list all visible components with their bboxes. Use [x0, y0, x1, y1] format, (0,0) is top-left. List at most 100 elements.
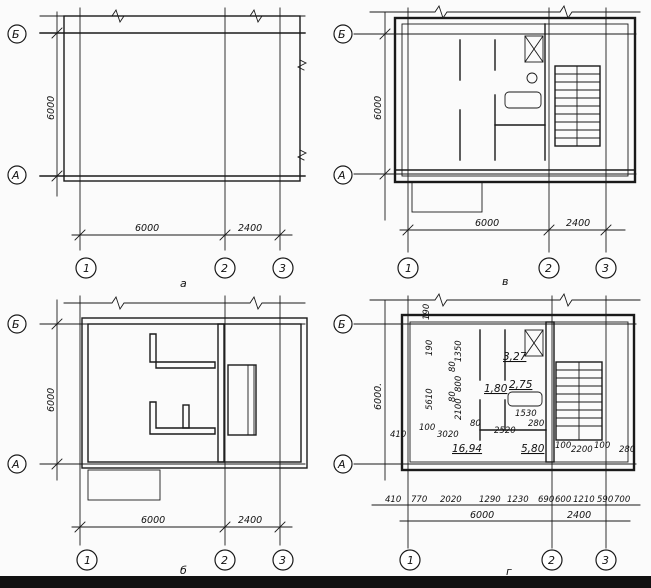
inner-wall	[87, 323, 302, 463]
axis-label-b: Б	[12, 28, 20, 41]
tick	[543, 224, 555, 236]
axis-bubble-1	[397, 257, 419, 279]
axis-bubble-a	[333, 454, 353, 474]
axis-label-1: 1	[405, 262, 412, 275]
hdim: 100	[594, 441, 610, 451]
vdim: 2100	[454, 398, 464, 420]
wet-core	[227, 364, 257, 436]
break-mark-top	[63, 295, 306, 311]
tick	[51, 27, 63, 39]
hdim: 280	[528, 419, 544, 429]
axis-bubble-2	[541, 549, 563, 571]
axis-bubble-a	[7, 454, 27, 474]
tick	[274, 229, 286, 241]
axis-bubble-b	[333, 314, 353, 334]
break-mark-right	[296, 59, 308, 161]
bathtub	[504, 91, 542, 109]
tick	[51, 170, 63, 182]
dim-left-text: 6000	[475, 218, 499, 229]
tick	[379, 168, 391, 180]
shaft-cross	[524, 35, 544, 63]
hdim-bottom: 590	[597, 495, 613, 505]
dim-right-text: 2400	[238, 223, 262, 234]
dim-right-text: 2400	[238, 515, 262, 526]
shaft	[524, 35, 544, 63]
area-label: 1,80	[484, 383, 508, 395]
dim-vertical-text: 6000.	[373, 383, 384, 410]
cross-wall	[217, 323, 225, 463]
axis-bubble-2	[538, 257, 560, 279]
inner-walls	[409, 321, 629, 463]
tick	[51, 318, 63, 330]
axis-bubble-3	[595, 257, 617, 279]
vdim: 80	[448, 361, 458, 372]
dim-vertical-text: 6000	[373, 96, 384, 120]
axis-bubble-a	[7, 165, 27, 185]
vdim: 1350	[454, 340, 464, 362]
stair-steps	[555, 361, 603, 441]
tick	[219, 521, 231, 533]
axis-label-3: 3	[279, 554, 286, 567]
hdim-bottom: 700	[614, 495, 630, 505]
hdim: 2520	[494, 426, 516, 436]
wet-core-wall	[247, 364, 255, 436]
bathtub	[507, 391, 543, 407]
bottom-bar	[0, 576, 651, 588]
break-mark-top	[369, 292, 641, 308]
dim-vertical-text: 6000	[46, 96, 57, 120]
outer-walls	[393, 16, 637, 184]
stair-steps	[554, 65, 601, 147]
axis-label-2: 2	[545, 262, 552, 275]
vdim: 190	[425, 340, 435, 356]
axis-bubble-b	[333, 24, 353, 44]
dim-left-text: 6000	[470, 510, 494, 521]
hdim-bottom: 410	[385, 495, 401, 505]
shaft	[524, 329, 544, 357]
area-label: 2,75	[509, 379, 533, 391]
area-label: 16,94	[452, 443, 482, 455]
cross-wall	[545, 321, 555, 463]
axis-label-b: Б	[338, 318, 346, 331]
caption-a: а	[180, 277, 187, 290]
tick	[600, 224, 612, 236]
tick	[402, 224, 414, 236]
axis-bubble-3	[595, 549, 617, 571]
axis-label-3: 3	[279, 262, 286, 275]
hdim: 100	[555, 441, 571, 451]
caption-g: г	[506, 565, 512, 576]
axis-label-3: 3	[602, 554, 609, 567]
area-label: 3,27	[503, 351, 527, 363]
break-mark-top	[111, 8, 306, 24]
panel-g: 3,27 1,80 2,75 16,94 5,80 190 1350 5610 …	[333, 292, 641, 576]
hdim: 100	[419, 423, 435, 433]
balcony	[411, 181, 483, 213]
axis-label-b: Б	[338, 28, 346, 41]
hdim-bottom: 1210	[573, 495, 595, 505]
vdim: 190	[422, 304, 432, 320]
axis-label-a: А	[11, 169, 20, 182]
hdim: 80	[470, 419, 481, 429]
axis-bubble-2	[214, 549, 236, 571]
tick	[379, 28, 391, 40]
dim-left-text: 6000	[135, 223, 159, 234]
axis-label-1: 1	[84, 554, 91, 567]
axis-bubble-b	[7, 314, 27, 334]
vdim: 5610	[425, 388, 435, 410]
partition-lower	[149, 401, 216, 435]
dim-right-text: 2400	[567, 510, 591, 521]
hdim-bottom: 1230	[507, 495, 529, 505]
axis-label-3: 3	[602, 262, 609, 275]
caption-b: б	[180, 564, 187, 576]
floor-plan-drawings: 6000 6000 2400 Б А 1 2 3 а	[7, 4, 641, 576]
vdim: 800	[454, 376, 464, 392]
axis-label-a: А	[11, 458, 20, 471]
tick	[51, 458, 63, 470]
caption-v: в	[502, 275, 508, 288]
hdim: 1530	[515, 409, 537, 419]
partition-upper	[149, 333, 216, 369]
hdim: 2200	[571, 445, 593, 455]
hdim: 410	[390, 430, 406, 440]
axis-bubble-3	[272, 257, 294, 279]
axis-bubble-1	[75, 257, 97, 279]
